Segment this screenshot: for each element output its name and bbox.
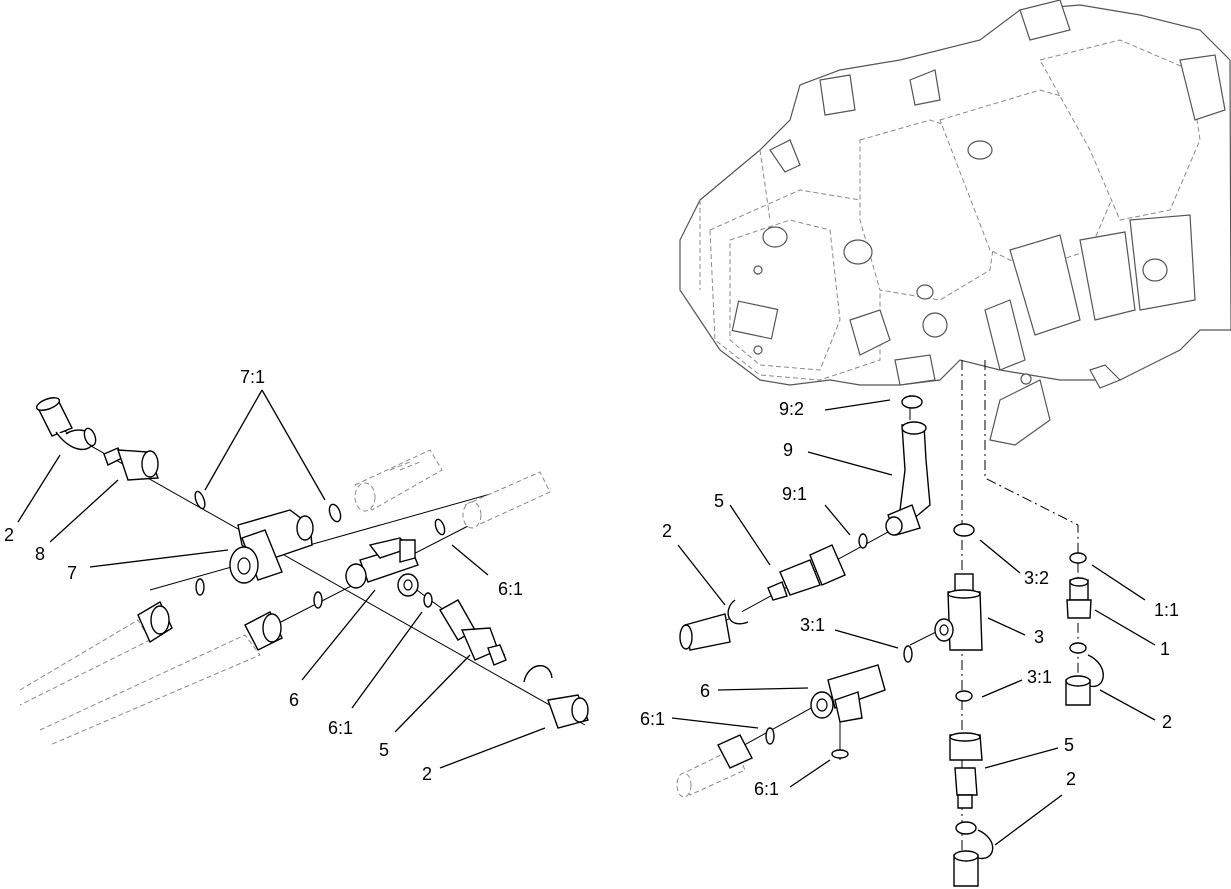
label-2-right: 2 [1162, 712, 1172, 732]
o-ring-3-1-left [903, 645, 913, 663]
tee-3 [934, 573, 983, 651]
dust-cap-lower-left [523, 665, 589, 729]
tee-6-left [345, 537, 419, 597]
dust-cap-mid [679, 599, 749, 651]
label-9-1: 9:1 [782, 484, 807, 504]
label-1: 1 [1160, 639, 1170, 659]
o-ring-left-mid-a [195, 578, 205, 596]
leader-lines [17, 389, 1156, 846]
label-1-1: 1:1 [1154, 600, 1179, 620]
o-ring-9-2 [901, 395, 923, 409]
o-ring-1-1 [1069, 552, 1087, 564]
o-ring-6-1-left [423, 592, 433, 608]
label-7: 7 [67, 563, 77, 583]
label-6-1-a: 6:1 [498, 579, 523, 599]
o-ring-3-2 [953, 523, 975, 537]
label-8: 8 [35, 544, 45, 564]
label-3-2: 3:2 [1024, 568, 1049, 588]
dust-cap-left [35, 397, 96, 451]
elbow-9 [885, 421, 931, 536]
right-assembly [676, 395, 1104, 887]
label-6-1-d: 6:1 [754, 779, 779, 799]
label-5-left: 5 [379, 740, 389, 760]
hose-end-upper-left [354, 449, 443, 512]
o-ring-6-1-bottom [831, 749, 849, 759]
o-ring-7-1-a [194, 490, 206, 510]
tee-6-right [810, 664, 886, 723]
label-6-right: 6 [700, 681, 710, 701]
label-2-bottom-left: 2 [422, 764, 432, 784]
label-3: 3 [1034, 627, 1044, 647]
label-2-mid: 2 [662, 521, 672, 541]
o-ring-6-1-right [765, 727, 775, 745]
label-9-2: 9:2 [779, 399, 804, 419]
label-5-mid: 5 [714, 491, 724, 511]
label-6-1-c: 6:1 [640, 709, 665, 729]
label-3-1-a: 3:1 [800, 615, 825, 635]
dust-cap-far-right [1065, 654, 1104, 706]
coupler-5-mid [767, 544, 846, 601]
label-2-bottom-right: 2 [1066, 769, 1076, 789]
label-7-1: 7:1 [240, 367, 265, 387]
label-2-left: 2 [4, 525, 14, 545]
label-9: 9 [783, 440, 793, 460]
coupler-5-left [439, 599, 507, 666]
o-ring-3-1-lower [955, 690, 973, 702]
hose-end-lower-right [676, 734, 753, 798]
label-6-1-b: 6:1 [328, 718, 353, 738]
left-assembly [19, 397, 589, 746]
coupler-8 [103, 447, 159, 481]
o-ring-1-lower [1069, 642, 1087, 654]
label-3-1-b: 3:1 [1027, 667, 1052, 687]
tee-7 [229, 509, 314, 584]
o-ring-left-cap [83, 427, 97, 447]
o-ring-6-1-upper [434, 518, 446, 536]
label-6-left: 6 [289, 690, 299, 710]
hose-end-upper-mid [462, 471, 551, 529]
nipple-1 [1066, 577, 1092, 619]
o-ring-7-1-b [328, 503, 342, 523]
dust-cap-bottom-right [953, 821, 994, 887]
label-5-right: 5 [1064, 735, 1074, 755]
hose-left-lower [19, 601, 283, 746]
o-ring-9-1 [858, 533, 868, 549]
coupler-5-right [949, 732, 983, 809]
o-ring-left-mid-b [313, 591, 323, 609]
pump-manifold-block [679, 0, 1231, 446]
callout-labels: 7:1 2 8 7 6:1 6 6:1 5 2 9:2 9 9:1 5 2 3:… [4, 367, 1179, 799]
